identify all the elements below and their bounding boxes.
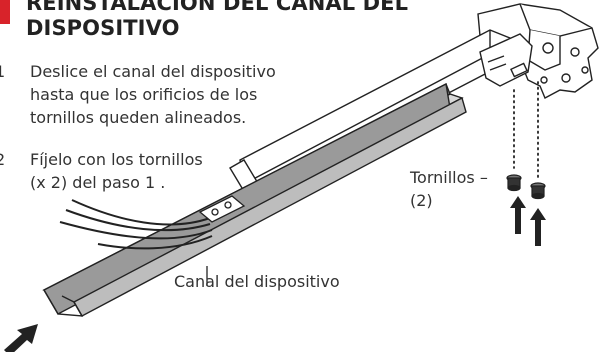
- channel-callout: Canal del dispositivo: [174, 272, 340, 291]
- page-title-line-1: REINSTALACIÓN DEL CANAL DEL: [26, 0, 409, 15]
- step-2-number: 2: [0, 150, 6, 169]
- step-2-text: Fíjelo con los tornillos (x 2) del paso …: [30, 148, 203, 194]
- screws-callout: Tornillos – (2): [410, 166, 488, 212]
- page-title: REINSTALACIÓN DEL CANAL DEL DISPOSITIVO: [26, 0, 408, 41]
- step-1-number: 1: [0, 62, 6, 81]
- step-1-text: Deslice el canal del dispositivo hasta q…: [30, 60, 276, 129]
- wires: [59, 199, 213, 250]
- screws-callout-line-2: (2): [410, 191, 433, 210]
- page-title-line-2: DISPOSITIVO: [26, 16, 180, 40]
- title-accent-bar: [0, 0, 10, 24]
- mounting-bracket: [477, 3, 599, 99]
- device-channel: [42, 82, 467, 317]
- step-2-line-2: (x 2) del paso 1 .: [30, 173, 166, 192]
- alignment-lines: [513, 81, 539, 179]
- insert-direction-arrow-icon: [4, 324, 38, 352]
- screw-up-arrow-icon: [510, 196, 546, 246]
- step-1-line-2: hasta que los orificios de los: [30, 85, 258, 104]
- channel-clip: [198, 195, 246, 223]
- screw-icon: [506, 174, 546, 200]
- step-1-line-1: Deslice el canal del dispositivo: [30, 62, 276, 81]
- step-1-line-3: tornillos queden alineados.: [30, 108, 247, 127]
- step-2-line-1: Fíjelo con los tornillos: [30, 150, 203, 169]
- screws-callout-line-1: Tornillos –: [410, 168, 488, 187]
